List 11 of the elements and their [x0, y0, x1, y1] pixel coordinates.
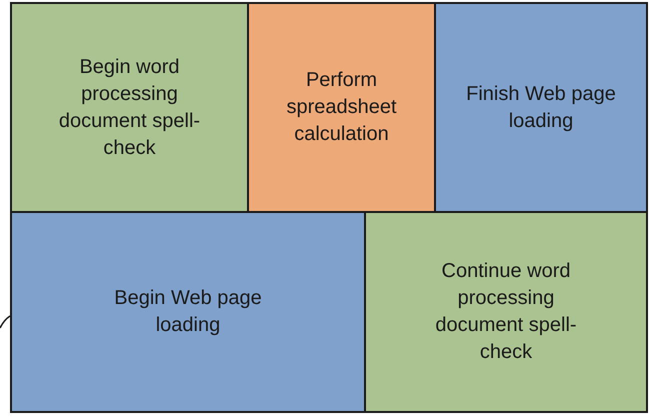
- task-label: Perform spreadsheet calculation: [285, 68, 398, 147]
- task-box: [364, 211, 648, 413]
- task-label: Begin Web page loading: [113, 286, 263, 338]
- task-box: [10, 2, 249, 213]
- task-box: [10, 211, 366, 413]
- task-label: Begin word processing document spell-check: [58, 54, 202, 160]
- task-box: [434, 2, 648, 213]
- task-box: [247, 2, 436, 213]
- task-label: Continue word processing document spell-check: [434, 259, 578, 365]
- task-label: Finish Web page loading: [465, 82, 617, 134]
- leader-line: [0, 315, 10, 328]
